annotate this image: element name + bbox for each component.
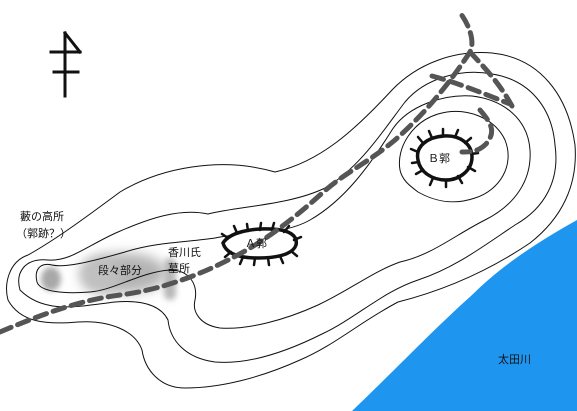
label-ota-river: 太田川 — [498, 353, 531, 366]
label-yabu-line2: （郭跡？） — [16, 227, 71, 240]
b-kuruwa-summit — [409, 127, 480, 189]
trail-main — [0, 7, 475, 335]
trail-branch-b — [459, 107, 495, 155]
trail-branch-upper — [467, 49, 515, 109]
stepped-area-shading-left — [80, 257, 120, 293]
contour-b-inner — [398, 111, 509, 203]
north-arrow-icon — [49, 30, 83, 98]
label-kagawa-line1: 香川氏 — [168, 246, 201, 259]
label-b-kuruwa: Ｂ郭 — [428, 152, 450, 165]
label-a-kuruwa: Ａ郭 — [245, 237, 267, 250]
label-stepped-area: 段々部分 — [98, 264, 142, 277]
trail-branch-right — [429, 73, 513, 107]
label-kagawa-grave: 香川氏 墓所 — [168, 246, 201, 275]
kagawa-grave-shading — [164, 258, 176, 300]
high-point-marker — [41, 267, 61, 291]
river-area — [352, 220, 577, 411]
contour-second — [18, 71, 557, 363]
label-kagawa-line2: 墓所 — [168, 262, 190, 275]
contour-outer — [6, 52, 576, 389]
label-yabu-high-point: 藪の高所 （郭跡？） — [16, 210, 71, 240]
label-yabu-line1: 藪の高所 — [20, 210, 64, 223]
contour-third — [35, 95, 531, 329]
